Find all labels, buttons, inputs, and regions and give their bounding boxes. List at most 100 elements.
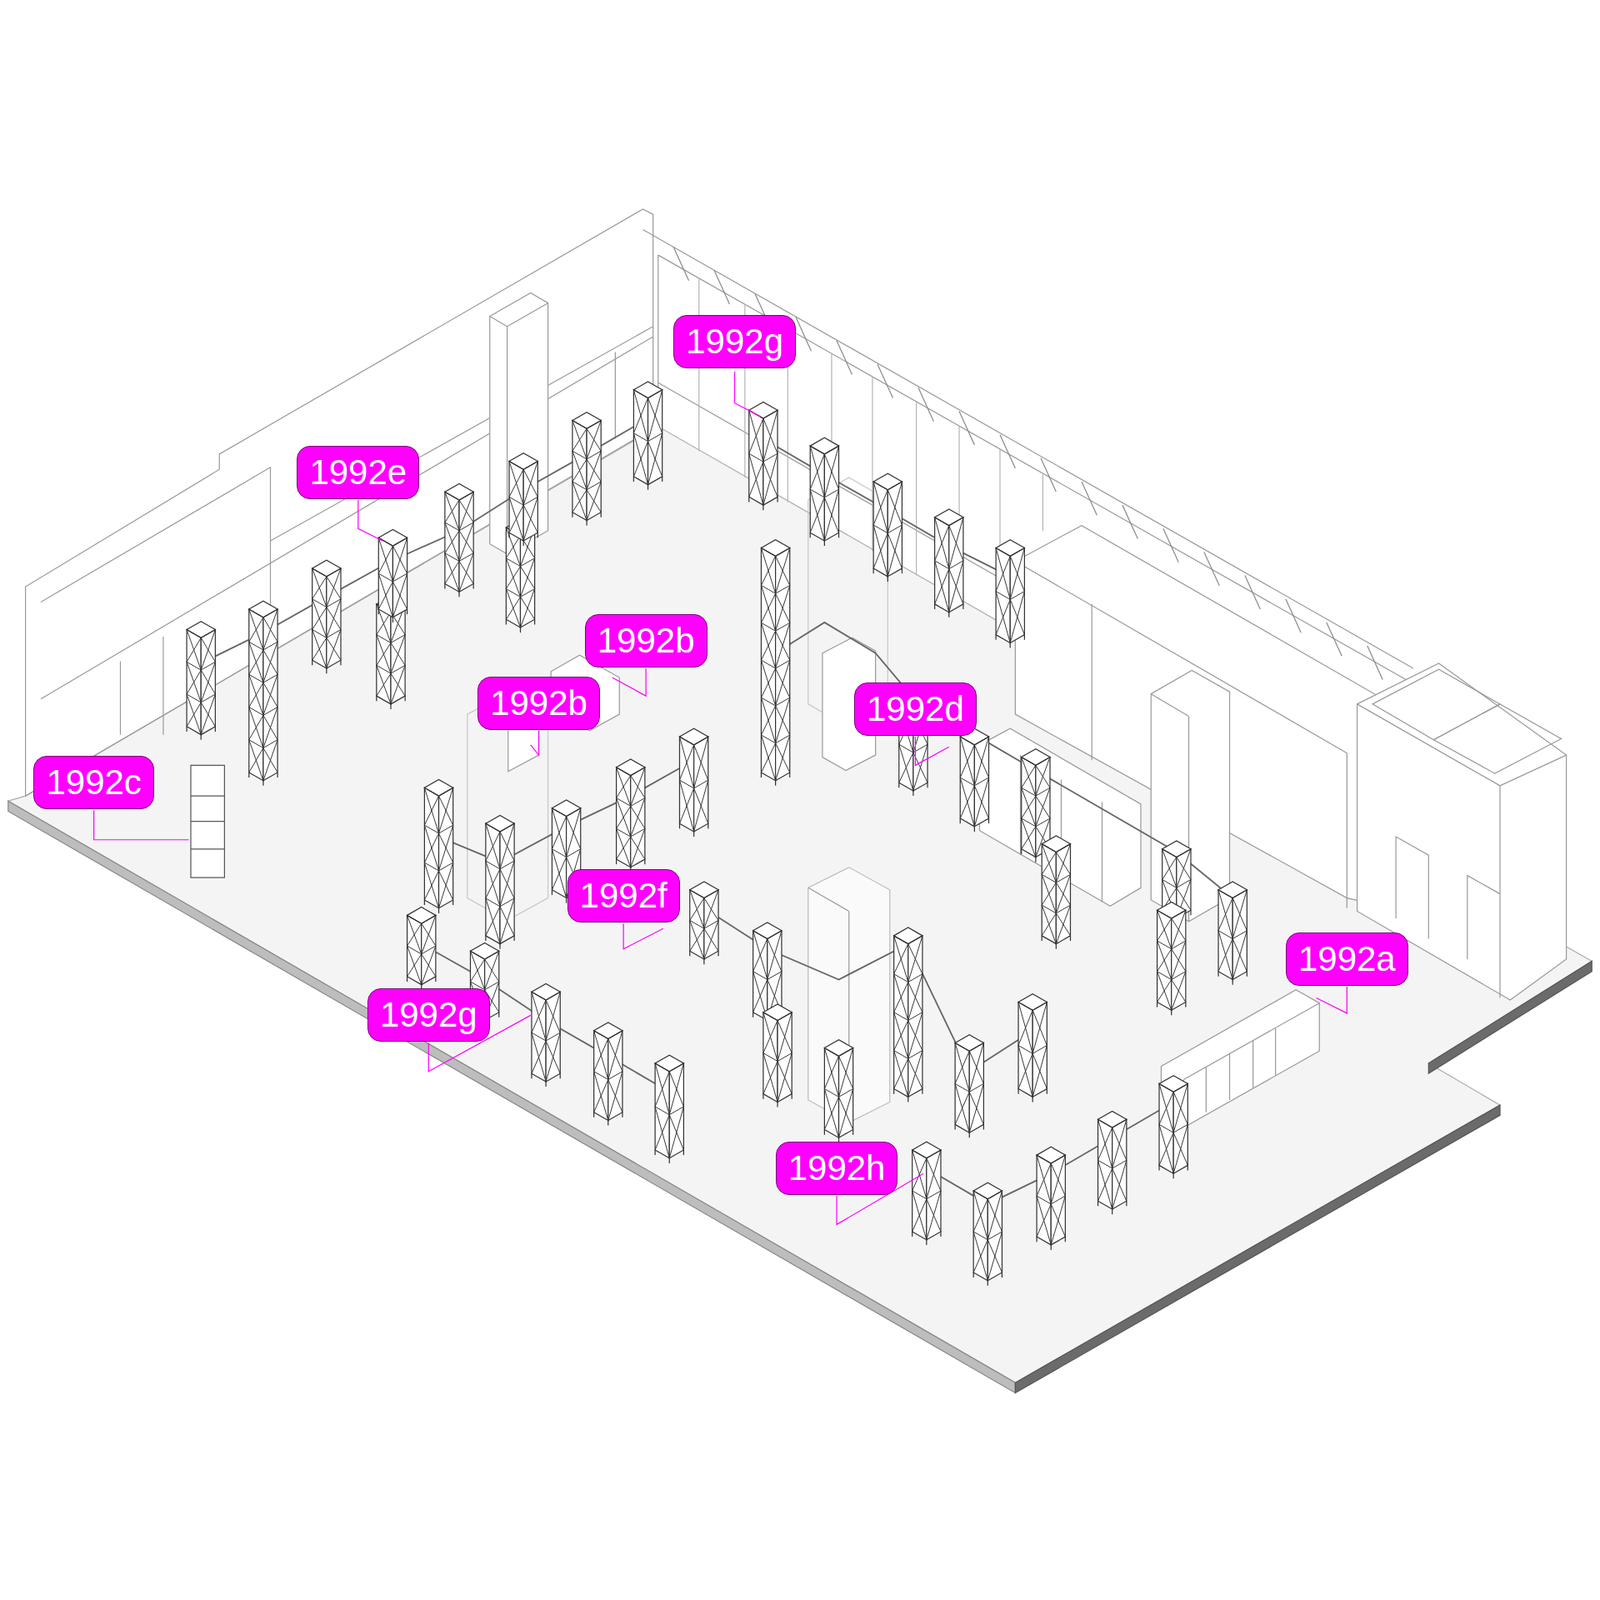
shelf-part: [585, 520, 587, 525]
shelf-part: [824, 445, 839, 455]
callout-tag: 1992b: [585, 614, 708, 668]
shelf-part: [500, 823, 515, 944]
shelf-part: [1159, 1083, 1174, 1092]
shelf-part: [551, 890, 553, 895]
shelf-part: [717, 950, 719, 956]
shelf-part: [810, 445, 825, 455]
shelf-part: [531, 1032, 546, 1082]
shelf-part: [505, 527, 520, 628]
shelf-part: [1232, 890, 1247, 940]
shelf-part: [912, 1141, 941, 1159]
shelf-part: [1021, 749, 1050, 766]
shelf-part: [1032, 1045, 1047, 1097]
shelf-part: [459, 491, 474, 500]
shelf-part: [378, 537, 393, 618]
shelf-part: [390, 704, 391, 710]
shelf-part: [760, 548, 775, 557]
shelf-part: [810, 445, 825, 541]
shelf-part: [1036, 1155, 1051, 1205]
shelf-part: [824, 1048, 839, 1139]
shelf-part: [1055, 905, 1070, 945]
shelf-part: [775, 548, 790, 595]
shelf-part: [616, 828, 631, 868]
shelf-part: [485, 823, 500, 832]
shelf-part: [707, 823, 709, 829]
callout-tag: 1992b: [477, 676, 600, 730]
shelf-part: [439, 833, 454, 863]
shelf-part: [531, 983, 560, 1000]
shelf-part: [376, 635, 391, 675]
shelf-part: [421, 915, 436, 955]
shelf-part: [974, 745, 989, 778]
shelf-part: [988, 818, 990, 824]
shelf-part: [1001, 1272, 1003, 1278]
shelf-part: [894, 974, 909, 1021]
shelf-part: [680, 780, 695, 832]
shelf-part: [616, 767, 631, 868]
shelf-part: [1018, 1001, 1033, 1097]
shelf-part: [987, 1240, 1002, 1273]
shelf-part: [973, 1190, 988, 1200]
shelf-part: [1036, 1155, 1051, 1245]
shelf-part: [899, 744, 914, 791]
shelf-part: [500, 823, 515, 832]
shelf-part: [608, 1080, 623, 1113]
shelf-part: [445, 522, 460, 562]
shelf-part: [955, 1042, 970, 1051]
shelf-part: [326, 568, 341, 669]
shelf-part: [571, 512, 573, 518]
shelf-part: [655, 1063, 670, 1159]
shelf-part: [593, 1112, 595, 1118]
shelf-part: [680, 736, 695, 789]
shelf-part: [1159, 1083, 1174, 1174]
shelf-part: [839, 1089, 854, 1139]
shelf-part: [1041, 835, 1070, 853]
shelf-part: [1035, 787, 1050, 827]
shelf-part: [926, 1150, 941, 1159]
shelf-part: [775, 697, 790, 744]
callout-tag: 1992c: [33, 755, 154, 810]
callout-number: 1992c: [45, 762, 141, 802]
shelf-part: [767, 939, 782, 972]
shelf-part: [1176, 849, 1191, 858]
shelf-part: [1055, 844, 1070, 945]
shelf-part: [514, 935, 515, 941]
shelf-part: [531, 991, 546, 1082]
shelf-part: [760, 585, 775, 631]
shelf-part: [406, 609, 408, 615]
shelf-part: [1173, 1083, 1188, 1133]
shelf-part: [633, 390, 648, 485]
shelf-part: [505, 619, 507, 625]
shelf-part: [669, 1115, 684, 1150]
shelf-part: [763, 418, 778, 454]
shelf-part: [873, 525, 888, 577]
shelf-part: [1159, 1075, 1188, 1093]
shelf-part: [763, 453, 778, 505]
shelf-part: [1187, 1165, 1189, 1170]
shelf-part: [566, 808, 581, 817]
shelf-part: [326, 568, 341, 577]
shelf-part: [987, 1190, 1002, 1240]
shelf-part: [421, 915, 436, 985]
shelf-part: [586, 450, 601, 490]
shelf-part: [523, 460, 538, 505]
shelf-part: [1018, 1001, 1033, 1010]
shelf-part: [908, 935, 923, 983]
shelf-part: [608, 1071, 623, 1121]
shelf-part: [594, 1022, 623, 1040]
shelf-part: [767, 930, 782, 940]
shelf-part: [777, 1053, 792, 1103]
shelf-part: [1098, 1160, 1113, 1210]
shelf-part: [960, 736, 975, 745]
shelf-part: [753, 930, 768, 1021]
shelf-part: [960, 736, 975, 786]
shelf-part: [894, 1012, 909, 1060]
shelf-part: [669, 1063, 684, 1115]
shelf-part: [893, 1089, 895, 1095]
shelf-part: [1046, 1089, 1048, 1095]
shelf-part: [1171, 910, 1186, 950]
shelf-part: [824, 489, 839, 541]
shelf-part: [887, 481, 902, 534]
shelf-part: [935, 517, 950, 570]
shelf-part: [215, 726, 216, 732]
